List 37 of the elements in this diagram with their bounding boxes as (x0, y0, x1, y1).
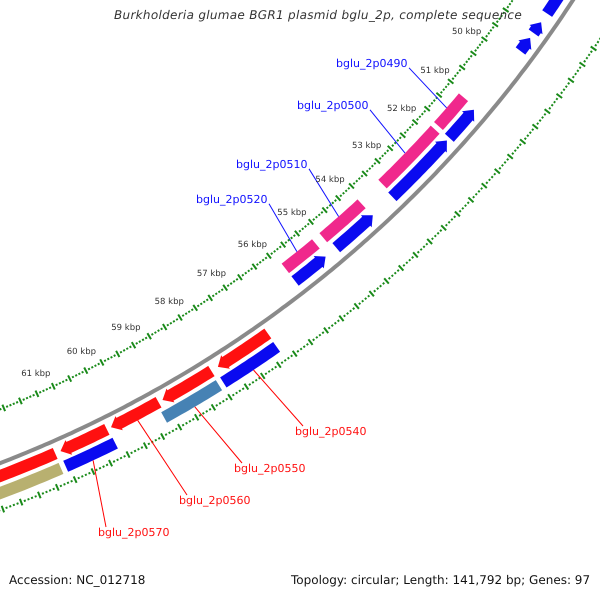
gene-feature (220, 342, 280, 388)
leader-line (92, 460, 106, 528)
leader-line (408, 67, 448, 108)
gene-label: bglu_2p0490 (336, 58, 408, 71)
leader-line (268, 203, 298, 252)
gene-feature (434, 93, 468, 130)
gene-label: bglu_2p0510 (236, 159, 308, 172)
scale-label: 60 kbp (66, 348, 96, 358)
leader-line (137, 420, 188, 496)
gene-feature (319, 199, 366, 242)
scale-label: 55 kbp (277, 209, 307, 220)
gene-feature (111, 397, 162, 430)
scale-label: 54 kbp (315, 176, 345, 186)
gene-label: bglu_2p0570 (98, 527, 170, 540)
leader-line (194, 406, 242, 464)
gene-label: bglu_2p0550 (234, 463, 306, 476)
scale-label: 57 kbp (196, 270, 226, 280)
scale-label: 53 kbp (352, 142, 382, 152)
sequence-info: Topology: circular; Length: 141,792 bp; Genes: 97 (291, 574, 590, 588)
gene-feature (161, 380, 222, 423)
gene-label: bglu_2p0500 (297, 100, 368, 113)
scale-label: 51 kbp (420, 67, 450, 78)
scale-label: 50 kbp (452, 28, 482, 38)
gene-label: bglu_2p0540 (295, 426, 366, 439)
leader-line (253, 370, 304, 426)
gene-feature (282, 239, 320, 274)
scale-label: 61 kbp (21, 370, 50, 380)
accession-text: Accession: NC_012718 (9, 574, 146, 588)
scale-label: 59 kbp (111, 324, 140, 334)
gene-label: bglu_2p0520 (196, 194, 268, 207)
gene-feature (63, 438, 118, 472)
gene-label: bglu_2p0560 (179, 495, 250, 508)
leader-line (308, 168, 340, 217)
scale-label: 58 kbp (154, 298, 184, 308)
scale-label: 52 kbp (387, 105, 416, 115)
scale-label: 56 kbp (238, 240, 267, 251)
leader-line (370, 109, 406, 154)
